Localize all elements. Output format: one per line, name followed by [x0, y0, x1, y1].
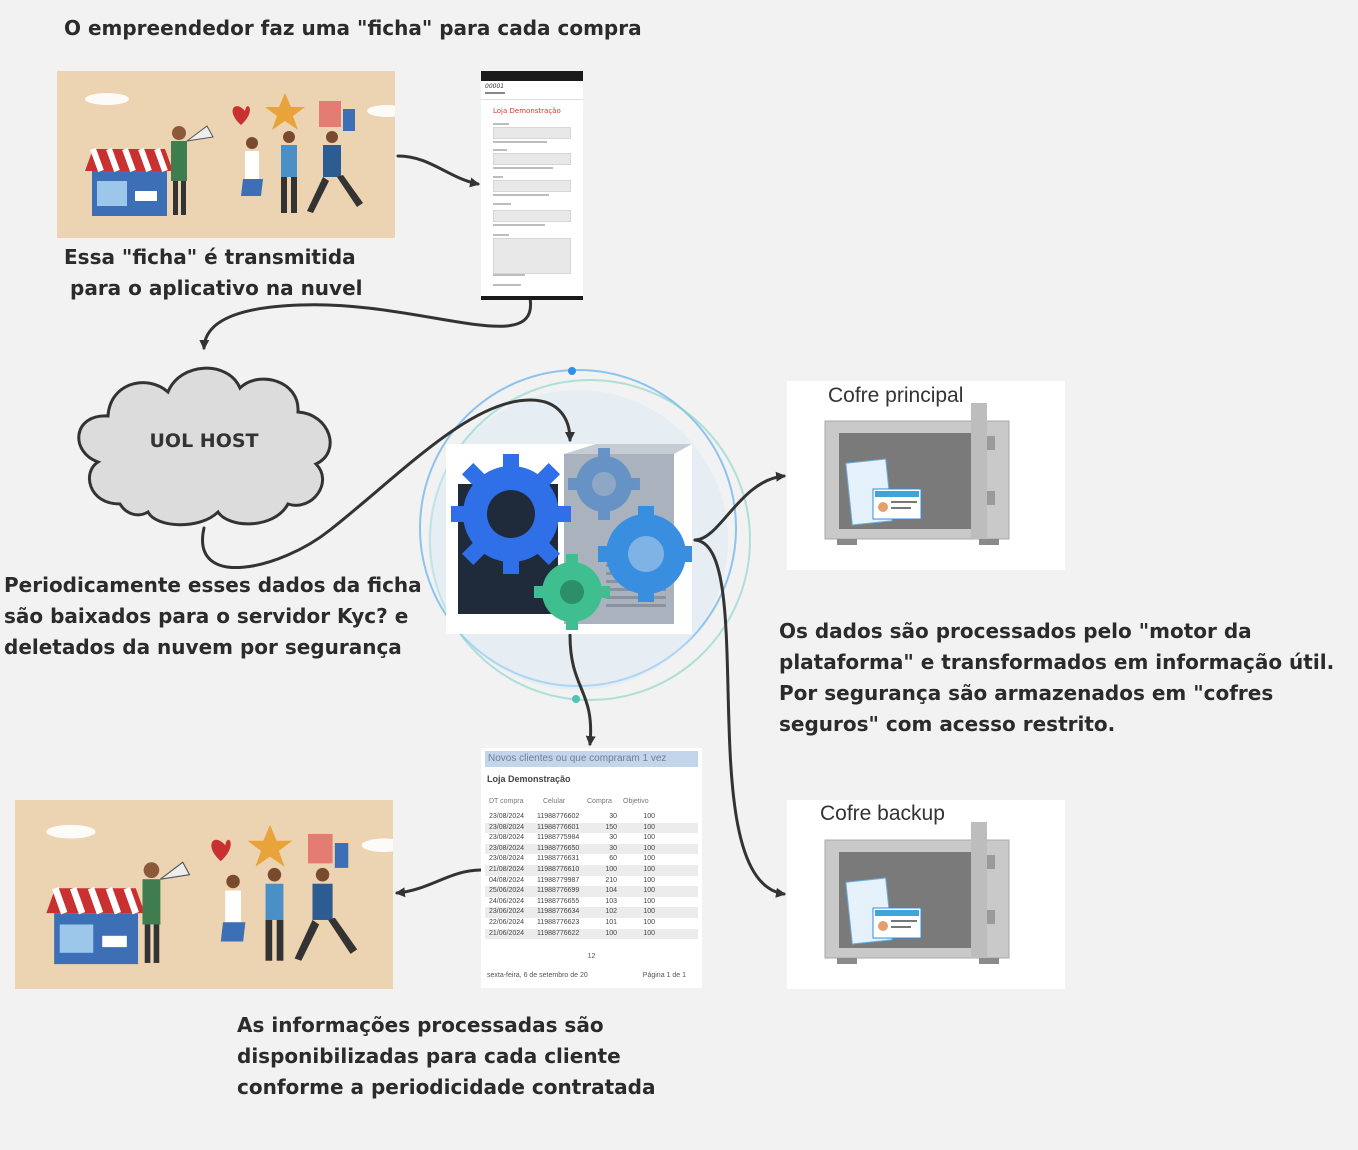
table-cell: 11988776650 — [537, 844, 580, 852]
table-cell: 23/08/2024 — [489, 844, 525, 852]
orbit-dot — [568, 367, 576, 375]
arrow-engine-to-vault-backup — [693, 538, 786, 898]
report-footer-date: sexta-feira, 6 de setembro de 20 — [487, 972, 588, 979]
table-cell: 11988779987 — [537, 876, 580, 884]
store-illustration-bottom — [15, 800, 393, 989]
report-title: Loja Demonstração — [487, 774, 571, 784]
table-row: 23/08/2024 11988775984 30 100 — [485, 833, 698, 844]
table-cell: 100 — [643, 865, 655, 873]
table-cell: 100 — [643, 834, 655, 842]
caption-top: O empreendedor faz uma "ficha" para cada… — [64, 16, 642, 40]
table-row: 23/08/2024 11988776601 150 100 — [485, 822, 698, 834]
table-cell: 11988776610 — [537, 865, 580, 873]
table-row: 04/08/2024 11988779987 210 100 — [485, 875, 698, 887]
table-row: 23/08/2024 11988776631 60 100 — [485, 854, 698, 865]
table-cell: 23/08/2024 — [489, 813, 525, 820]
form-store-name: Loja Demonstração — [493, 107, 561, 115]
vault-primary: Cofre principal — [787, 381, 1065, 570]
table-cell: 60 — [609, 855, 617, 863]
table-row: 23/08/2024 11988776650 30 100 — [485, 843, 698, 855]
table-cell: 100 — [643, 897, 655, 905]
table-cell: 30 — [609, 834, 617, 842]
caption-processing: Os dados são processados pelo "motor da … — [779, 619, 1335, 736]
table-cell: 23/06/2024 — [489, 908, 525, 916]
vault-backup-label: Cofre backup — [820, 802, 945, 825]
table-cell: 24/06/2024 — [489, 897, 525, 905]
table-cell: 25/06/2024 — [489, 887, 525, 895]
id-card-icon — [845, 877, 922, 945]
table-row: 24/06/2024 11988776655 103 100 — [485, 896, 698, 908]
vault-backup: Cofre backup — [787, 800, 1065, 989]
report-footer-page: Página 1 de 1 — [642, 972, 686, 979]
table-cell: 100 — [605, 929, 617, 937]
table-cell: 23/08/2024 — [489, 823, 525, 831]
orbit-ring-teal — [429, 379, 751, 701]
table-cell: 100 — [643, 918, 655, 926]
report-header: Novos clientes ou que compraram 1 vez — [485, 751, 698, 767]
report-total: 12 — [587, 953, 596, 960]
table-cell: 23/08/2024 — [489, 855, 525, 863]
table-cell: 100 — [643, 929, 655, 937]
vault-primary-label: Cofre principal — [828, 384, 964, 407]
table-cell: 11988776655 — [537, 897, 580, 905]
arrow-cloud-to-engine — [201, 398, 575, 570]
table-cell: 22/06/2024 — [489, 918, 525, 926]
report-table: 23/08/2024 11988776602 30 100 23/08/2024 1198… — [485, 812, 698, 940]
platform-engine — [446, 444, 692, 634]
table-cell: 104 — [605, 887, 617, 895]
table-cell: 11988776699 — [537, 887, 580, 895]
table-cell: 23/08/2024 — [489, 834, 525, 842]
table-cell: 100 — [643, 844, 655, 852]
cloud-label: UOL HOST — [149, 430, 259, 452]
arrow-store-to-form — [396, 154, 480, 188]
table-cell: 102 — [605, 908, 617, 916]
arrow-form-to-cloud — [199, 296, 532, 350]
report-document: Novos clientes ou que compraram 1 vez Lo… — [481, 748, 702, 988]
table-cell: 21/06/2024 — [489, 929, 525, 937]
table-cell: 11988776602 — [537, 813, 580, 820]
table-cell: 100 — [643, 876, 655, 884]
table-cell: 100 — [643, 887, 655, 895]
table-cell: 100 — [643, 908, 655, 916]
arrow-engine-to-report — [568, 633, 596, 746]
table-cell: 150 — [605, 823, 617, 831]
table-cell: 101 — [605, 918, 617, 926]
table-cell: 11988776601 — [537, 823, 580, 831]
table-row: 21/08/2024 11988776610 100 100 — [485, 864, 698, 876]
table-row: 23/06/2024 11988776634 102 100 — [485, 907, 698, 918]
phone-form-screenshot: 00001 Loja Demonstração — [481, 71, 583, 300]
arrow-report-to-client — [395, 868, 483, 898]
caption-transmit: Essa "ficha" é transmitida para o aplica… — [64, 245, 363, 300]
table-cell: 11988776631 — [537, 855, 580, 863]
store-illustration-top — [57, 71, 395, 238]
caption-delivery: As informações processadas são disponibi… — [237, 1013, 656, 1099]
table-cell: 100 — [605, 865, 617, 873]
table-row: 22/06/2024 11988776623 101 100 — [485, 917, 698, 929]
caption-download: Periodicamente esses dados da ficha são … — [4, 573, 422, 659]
arrow-engine-to-vault-primary — [693, 471, 786, 542]
table-cell: 21/08/2024 — [489, 865, 525, 873]
table-cell: 04/08/2024 — [489, 876, 525, 884]
table-cell: 100 — [643, 823, 655, 831]
table-row: 23/08/2024 11988776602 30 100 — [485, 812, 698, 823]
id-card-icon — [845, 458, 922, 526]
table-cell: 30 — [609, 844, 617, 852]
table-cell: 30 — [609, 813, 617, 820]
cloud-uol-host: UOL HOST — [68, 352, 340, 532]
table-cell: 100 — [643, 855, 655, 863]
table-row: 21/06/2024 11988776622 100 100 — [485, 928, 698, 940]
form-header-code: 00001 — [485, 83, 505, 90]
table-cell: 11988776622 — [537, 929, 580, 937]
table-row: 25/06/2024 11988776699 104 100 — [485, 886, 698, 897]
table-cell: 11988775984 — [537, 834, 580, 842]
table-cell: 100 — [643, 813, 655, 820]
table-cell: 11988776623 — [537, 918, 580, 926]
orbit-ring-blue — [419, 369, 737, 687]
table-cell: 11988776634 — [537, 908, 580, 916]
orbit-dot — [572, 695, 580, 703]
table-cell: 210 — [605, 876, 617, 884]
table-cell: 103 — [605, 897, 617, 905]
